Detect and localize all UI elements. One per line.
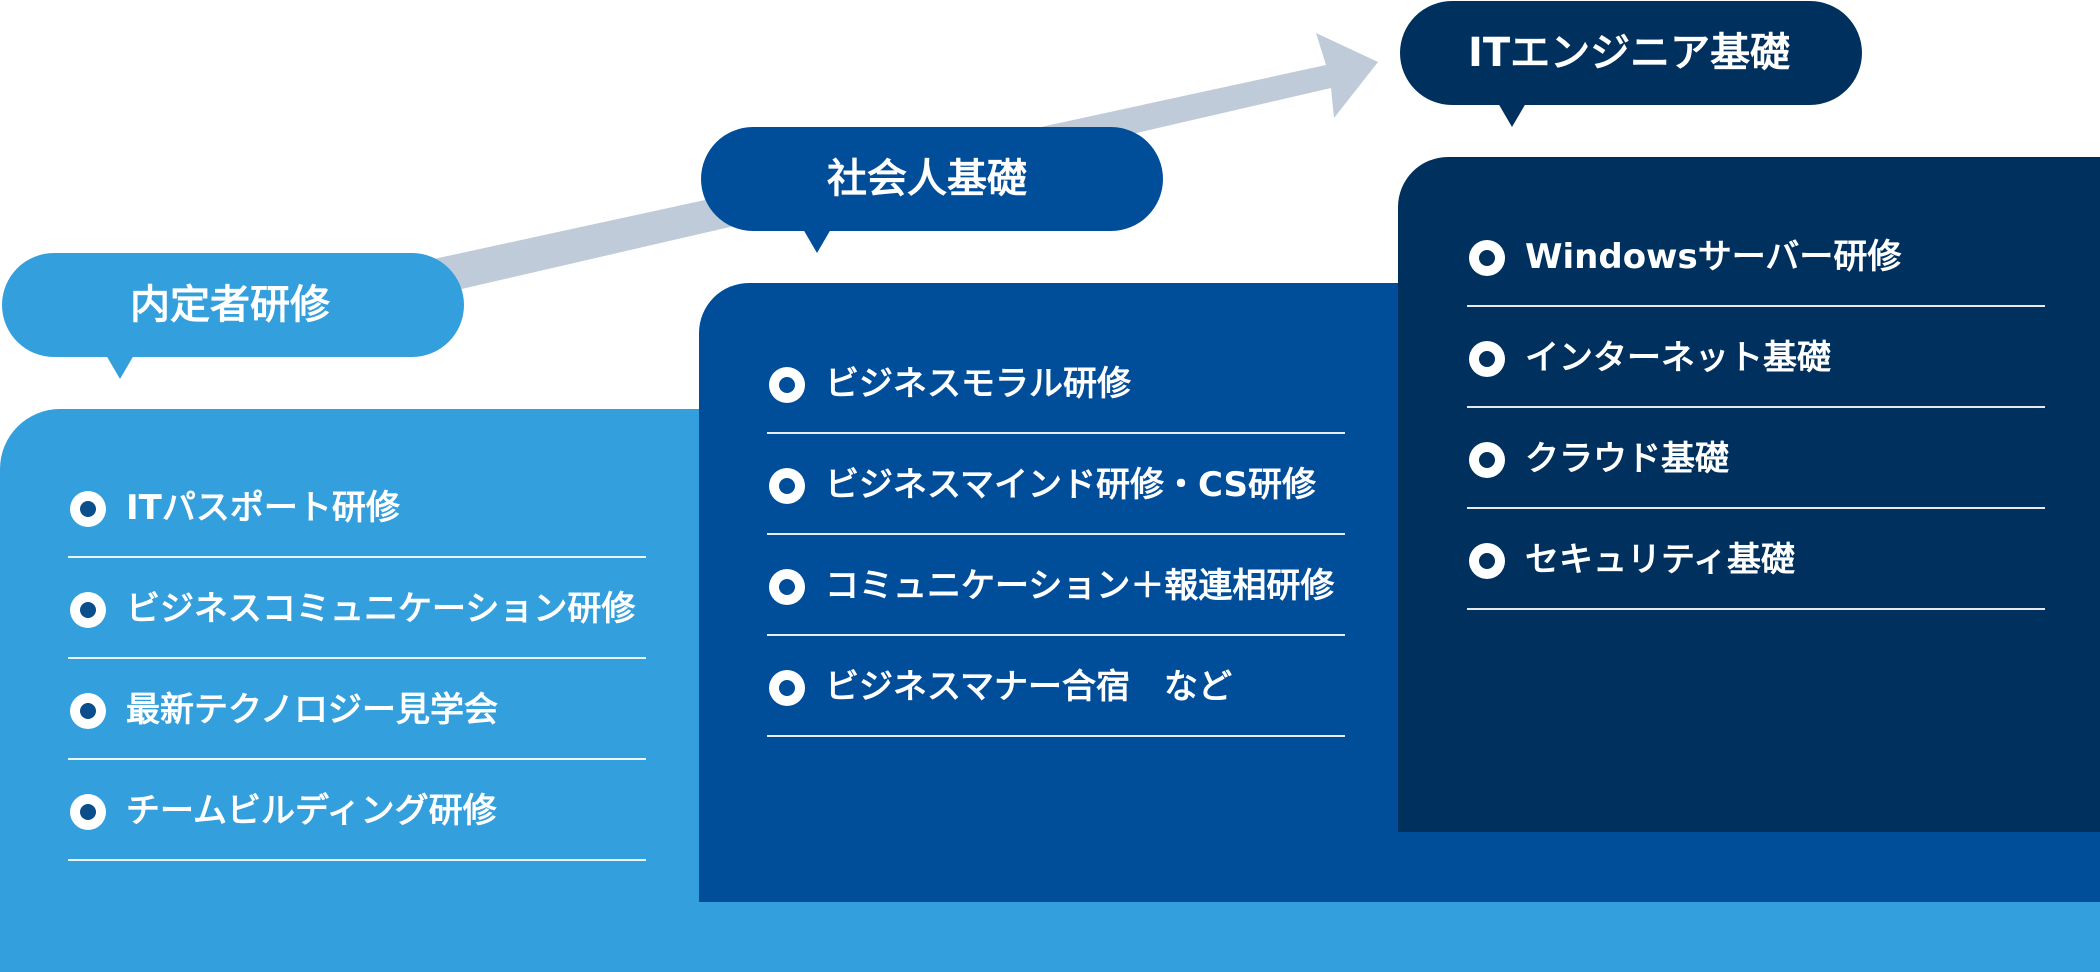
stage-1-title-bubble: 内定者研修	[2, 253, 464, 379]
stage-3-title: ITエンジニア基礎	[1468, 30, 1791, 76]
bullet-icon	[769, 670, 805, 706]
list-item: クラウド基礎	[1467, 408, 2045, 509]
list-item: インターネット基礎	[1467, 307, 2045, 408]
bullet-icon	[769, 468, 805, 504]
list-item-label: ビジネスマナー合宿 など	[825, 667, 1232, 707]
bullet-icon	[1469, 543, 1505, 579]
list-item: ITパスポート研修	[68, 457, 646, 558]
stage-3-list: Windowsサーバー研修 インターネット基礎 クラウド基礎 セキュリティ基礎	[1467, 206, 2045, 610]
list-item: セキュリティ基礎	[1467, 509, 2045, 610]
bullet-icon	[1469, 442, 1505, 478]
list-item: コミュニケーション＋報連相研修	[767, 535, 1345, 636]
list-item-label: ビジネスコミュニケーション研修	[126, 589, 636, 629]
bubble-tail	[803, 229, 831, 253]
list-item-label: コミュニケーション＋報連相研修	[825, 566, 1335, 606]
list-item: チームビルディング研修	[68, 760, 646, 861]
stage-3-title-bubble: ITエンジニア基礎	[1400, 1, 1862, 127]
bullet-icon	[769, 367, 805, 403]
list-item: ビジネスコミュニケーション研修	[68, 558, 646, 659]
list-item: Windowsサーバー研修	[1467, 206, 2045, 307]
list-item: ビジネスマインド研修・CS研修	[767, 434, 1345, 535]
list-item-label: 最新テクノロジー見学会	[126, 690, 498, 730]
stage-1-list: ITパスポート研修 ビジネスコミュニケーション研修 最新テクノロジー見学会 チー…	[68, 457, 646, 861]
list-item-label: インターネット基礎	[1525, 338, 1831, 378]
bullet-icon	[70, 794, 106, 830]
list-item-label: ビジネスマインド研修・CS研修	[825, 465, 1317, 505]
bullet-icon	[70, 693, 106, 729]
bullet-icon	[70, 491, 106, 527]
stage-2-title: 社会人基礎	[827, 156, 1027, 202]
bubble-tail	[106, 355, 134, 379]
bullet-icon	[1469, 341, 1505, 377]
list-item-label: クラウド基礎	[1525, 439, 1729, 479]
list-item-label: チームビルディング研修	[126, 791, 497, 831]
stage-2-list: ビジネスモラル研修 ビジネスマインド研修・CS研修 コミュニケーション＋報連相研…	[767, 333, 1345, 737]
bullet-icon	[70, 592, 106, 628]
list-item-label: Windowsサーバー研修	[1525, 237, 1902, 277]
bullet-icon	[769, 569, 805, 605]
list-item-label: ITパスポート研修	[126, 488, 400, 528]
stage-2-title-bubble: 社会人基礎	[701, 127, 1163, 253]
bubble-tail	[1498, 103, 1526, 127]
list-item: 最新テクノロジー見学会	[68, 659, 646, 760]
stage-1-title: 内定者研修	[130, 282, 330, 328]
stage-3-block	[1398, 157, 2100, 832]
list-item-label: ビジネスモラル研修	[825, 364, 1131, 404]
list-item-label: セキュリティ基礎	[1525, 540, 1795, 580]
list-item: ビジネスマナー合宿 など	[767, 636, 1345, 737]
list-item: ビジネスモラル研修	[767, 333, 1345, 434]
bullet-icon	[1469, 240, 1505, 276]
